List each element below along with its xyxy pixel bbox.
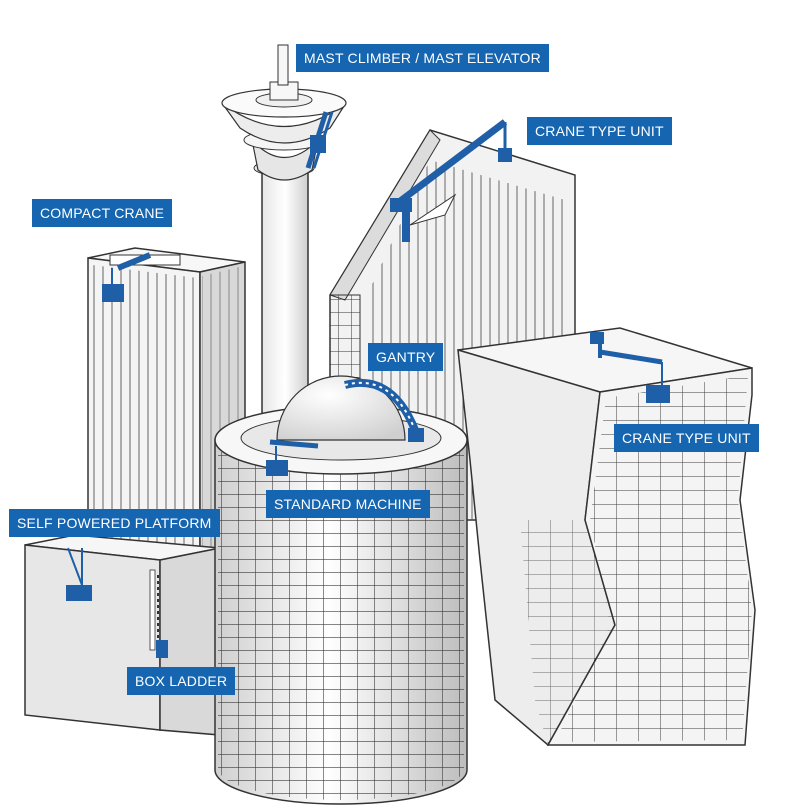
label-gantry: GANTRY [368, 343, 444, 371]
crane-type-unit-top-equipment [390, 119, 512, 242]
label-box-ladder: BOX LADDER [127, 667, 236, 695]
label-standard-machine: STANDARD MACHINE [266, 490, 430, 518]
crane-type-unit-right-equipment [590, 332, 670, 403]
box-ladder-equipment [156, 640, 168, 658]
cylinder-building [214, 375, 468, 805]
compact-crane-building [87, 247, 246, 551]
right-wavy-building [457, 327, 756, 747]
label-mast-climber: MAST CLIMBER / MAST ELEVATOR [296, 44, 549, 72]
box-building [24, 534, 221, 736]
mast-climber-tower [221, 44, 347, 426]
label-compact-crane: COMPACT CRANE [32, 199, 173, 227]
label-self-powered-platform: SELF POWERED PLATFORM [9, 509, 220, 537]
label-crane-type-unit-right: CRANE TYPE UNIT [614, 424, 759, 452]
compact-crane-equipment [102, 252, 152, 302]
self-powered-platform-equipment [66, 547, 92, 601]
standard-machine-equipment [266, 439, 319, 476]
gantry-equipment [343, 378, 424, 442]
label-crane-type-unit-top: CRANE TYPE UNIT [527, 117, 672, 145]
